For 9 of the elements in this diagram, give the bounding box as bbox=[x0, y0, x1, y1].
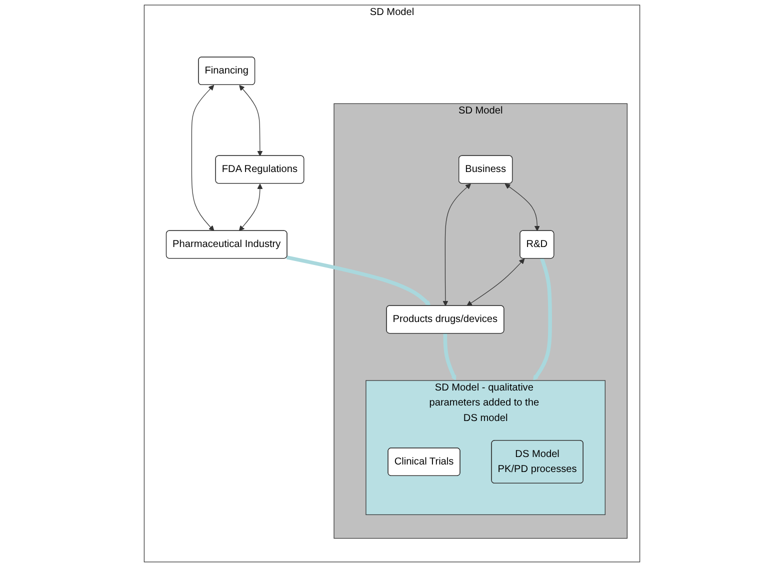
arrow bbox=[238, 184, 263, 232]
arrow bbox=[442, 184, 471, 306]
arrow bbox=[504, 184, 540, 232]
arrow bbox=[239, 84, 263, 156]
arrow bbox=[443, 333, 456, 381]
arrow bbox=[191, 84, 214, 232]
arrow bbox=[466, 258, 525, 306]
arrow bbox=[533, 258, 552, 381]
arrow bbox=[286, 255, 431, 306]
